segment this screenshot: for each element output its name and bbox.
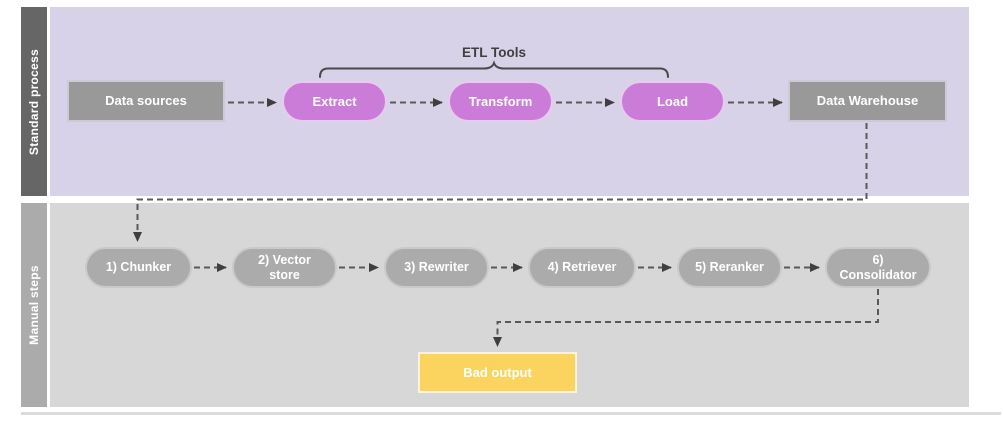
etl-tools-label: ETL Tools bbox=[462, 45, 526, 60]
node-rewriter: 3) Rewriter bbox=[384, 247, 489, 288]
node-transform: Transform bbox=[448, 81, 553, 122]
connector-warehouse-chunker bbox=[133, 123, 868, 242]
node-consolidator: 6) Consolidator bbox=[825, 247, 931, 288]
etl-tools-brace bbox=[319, 60, 669, 78]
node-data-sources: Data sources bbox=[67, 80, 225, 122]
node-chunker: 1) Chunker bbox=[85, 247, 192, 288]
lane-manual-steps-bar: Manual steps bbox=[21, 203, 47, 407]
node-reranker: 5) Reranker bbox=[677, 247, 782, 288]
connector-consolidator-badoutput bbox=[493, 289, 879, 347]
node-load: Load bbox=[620, 81, 725, 122]
node-extract: Extract bbox=[282, 81, 387, 122]
canvas-bottom-rule bbox=[21, 412, 1001, 415]
node-data-warehouse: Data Warehouse bbox=[788, 80, 947, 122]
lane-standard-process-bar: Standard process bbox=[21, 7, 47, 196]
node-bad-output: Bad output bbox=[418, 352, 577, 393]
node-vector-store: 2) Vector store bbox=[232, 247, 337, 288]
node-retriever: 4) Retriever bbox=[528, 247, 636, 288]
